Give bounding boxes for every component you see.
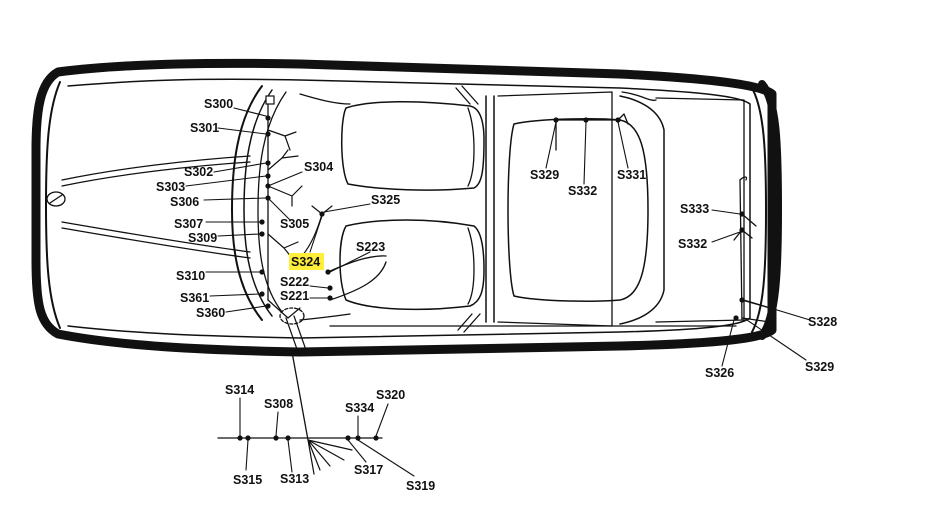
rear-window	[619, 91, 745, 325]
label-s334: S334	[345, 401, 374, 415]
label-s221: S221	[280, 289, 309, 303]
label-s301: S301	[190, 121, 219, 135]
car-body-outline	[31, 58, 782, 357]
label-s305: S305	[280, 217, 309, 231]
label-s325: S325	[371, 193, 400, 207]
label-s328: S328	[808, 315, 837, 329]
label-s304: S304	[304, 160, 333, 174]
lower-harness-detail	[217, 351, 383, 475]
hood	[46, 155, 251, 259]
label-s222: S222	[280, 275, 309, 289]
s324-highlight	[289, 253, 324, 270]
label-s303: S303	[156, 180, 185, 194]
splice-points	[237, 115, 745, 441]
label-s306: S306	[170, 195, 199, 209]
label-s333: S333	[680, 202, 709, 216]
label-s360: S360	[196, 306, 225, 320]
label-s332-right: S332	[678, 237, 707, 251]
label-s307: S307	[174, 217, 203, 231]
label-s319: S319	[406, 479, 435, 493]
label-s223: S223	[356, 240, 385, 254]
label-s300: S300	[204, 97, 233, 111]
label-s331: S331	[617, 168, 646, 182]
label-s317: S317	[354, 463, 383, 477]
label-s309: S309	[188, 231, 217, 245]
front-left-seat	[340, 101, 485, 191]
splice-labels: S300 S301 S302 S303 S304 S305 S306 S307 …	[156, 97, 837, 493]
label-s302: S302	[184, 165, 213, 179]
label-s320: S320	[376, 388, 405, 402]
label-s308: S308	[264, 397, 293, 411]
cowl-and-windshield	[231, 85, 351, 321]
label-s324: S324	[291, 255, 320, 269]
rear-seat	[497, 91, 649, 327]
front-right-seat	[339, 219, 485, 311]
emblem-icon	[46, 191, 66, 207]
label-s326: S326	[705, 366, 734, 380]
label-s332-top: S332	[568, 184, 597, 198]
label-s313: S313	[280, 472, 309, 486]
label-s315: S315	[233, 473, 262, 487]
label-s329-right: S329	[805, 360, 834, 374]
label-s361: S361	[180, 291, 209, 305]
leader-lines	[185, 107, 811, 477]
label-s329-top: S329	[530, 168, 559, 182]
label-s310: S310	[176, 269, 205, 283]
b-pillar	[455, 85, 495, 333]
label-s314: S314	[225, 383, 254, 397]
